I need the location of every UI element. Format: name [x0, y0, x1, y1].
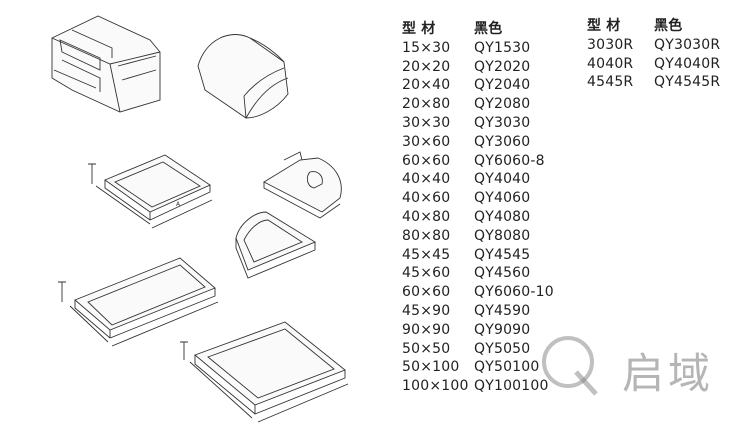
- header-color-label: 黑色: [474, 21, 503, 37]
- product-code: QY4545: [474, 246, 531, 263]
- profile-size: 20×20: [402, 58, 451, 75]
- table-rows: 3030R QY3030R 4040R QY4040R 4545R QY4545R: [587, 36, 720, 92]
- product-code: QY6060-10: [474, 284, 554, 301]
- table-row: 40×80 QY4080: [402, 208, 554, 227]
- product-code: QY4040R: [654, 55, 721, 72]
- header-profile-label: 型 材: [587, 18, 621, 34]
- profile-size: 80×80: [402, 227, 451, 244]
- product-code: QY2080: [474, 96, 531, 113]
- product-code: QY6060-8: [474, 152, 545, 169]
- product-code: QY3030: [474, 114, 531, 131]
- product-code: QY8080: [474, 227, 531, 244]
- table-row: 20×20 QY2020: [402, 58, 554, 77]
- product-code: QY9090: [474, 321, 531, 338]
- table-row: 3030R QY3030R: [587, 36, 720, 55]
- table-row: 20×40 QY2040: [402, 76, 554, 95]
- product-code: QY3030R: [654, 36, 721, 53]
- profile-size: 20×80: [402, 96, 451, 113]
- profile-table-right: 型 材 黑色 3030R QY3030R 4040R QY4040R 4545R QY45…: [587, 17, 720, 92]
- table-row: 30×60 QY3060: [402, 133, 554, 152]
- table-row: 50×50 QY5050: [402, 340, 554, 359]
- header-profile-label: 型 材: [402, 21, 436, 37]
- profile-size: 90×90: [402, 321, 451, 338]
- header-color-label: 黑色: [654, 18, 683, 34]
- table-row: 40×60 QY4060: [402, 189, 554, 208]
- product-code: QY4560: [474, 265, 531, 282]
- table-row: 45×45 QY4545: [402, 246, 554, 265]
- flat-plate-large-drawing: [180, 321, 349, 423]
- flat-plate-medium-drawing: [58, 257, 219, 347]
- profile-size: 30×30: [402, 114, 451, 131]
- product-code: QY4040: [474, 171, 531, 188]
- watermark-text: 启域: [622, 349, 715, 398]
- product-code: QY3060: [474, 133, 531, 150]
- table-header: 型 材 黑色: [402, 20, 554, 39]
- rounded-end-cap-drawing: [197, 34, 289, 119]
- table-row: 4040R QY4040R: [587, 55, 720, 74]
- table-row: 20×80 QY2080: [402, 95, 554, 114]
- table-row: 100×100 QY100100: [402, 377, 554, 396]
- profile-size: 45×60: [402, 265, 451, 282]
- product-code: QY4060: [474, 190, 531, 207]
- profile-size: 50×100: [402, 359, 460, 376]
- table-header: 型 材 黑色: [587, 17, 720, 36]
- profile-size: 40×40: [402, 171, 451, 188]
- table-row: 4545R QY4545R: [587, 73, 720, 92]
- product-code: QY50100: [474, 359, 540, 376]
- profile-size: 50×50: [402, 340, 451, 357]
- profile-size: 100×100: [402, 378, 469, 395]
- q-logo-icon: [542, 336, 598, 396]
- profile-size: 45×45: [402, 246, 451, 263]
- profile-size: 3030R: [587, 36, 634, 53]
- profile-size: 60×60: [402, 284, 451, 301]
- table-row: 50×100 QY50100: [402, 358, 554, 377]
- profile-size: 60×60: [402, 152, 451, 169]
- product-code: QY4545R: [654, 74, 721, 91]
- table-row: 60×60 QY6060-8: [402, 152, 554, 171]
- product-code: QY4590: [474, 302, 531, 319]
- profile-size: 4040R: [587, 55, 634, 72]
- profile-size: 15×30: [402, 39, 451, 56]
- flat-plate-small-drawing: A: [88, 154, 213, 229]
- product-code: QY2020: [474, 58, 531, 75]
- product-code: QY5050: [474, 340, 531, 357]
- profile-table-left: 型 材 黑色 15×30 QY1530 20×20 QY2020 20×40 QY2040…: [402, 20, 554, 396]
- product-code: QY4080: [474, 208, 531, 225]
- quarter-round-cap-drawing: [263, 151, 342, 219]
- product-code: QY100100: [474, 378, 549, 395]
- profile-size: 20×40: [402, 77, 451, 94]
- profile-size: 40×80: [402, 208, 451, 225]
- product-code: QY2040: [474, 77, 531, 94]
- profile-size: 45×90: [402, 302, 451, 319]
- profile-size: 30×60: [402, 133, 451, 150]
- table-row: 45×90 QY4590: [402, 302, 554, 321]
- profile-size: 4545R: [587, 74, 634, 91]
- profile-size: 40×60: [402, 190, 451, 207]
- table-row: 60×60 QY6060-10: [402, 283, 554, 302]
- table-row: 15×30 QY1530: [402, 39, 554, 58]
- table-row: 90×90 QY9090: [402, 321, 554, 340]
- slotted-end-cap-drawing: [51, 15, 161, 113]
- product-code: QY1530: [474, 39, 531, 56]
- table-row: 30×30 QY3030: [402, 114, 554, 133]
- quarter-circle-plate-drawing: [235, 211, 316, 279]
- table-row: 45×60 QY4560: [402, 264, 554, 283]
- svg-text:A: A: [176, 201, 181, 208]
- table-row: 40×40 QY4040: [402, 170, 554, 189]
- table-row: 80×80 QY8080: [402, 227, 554, 246]
